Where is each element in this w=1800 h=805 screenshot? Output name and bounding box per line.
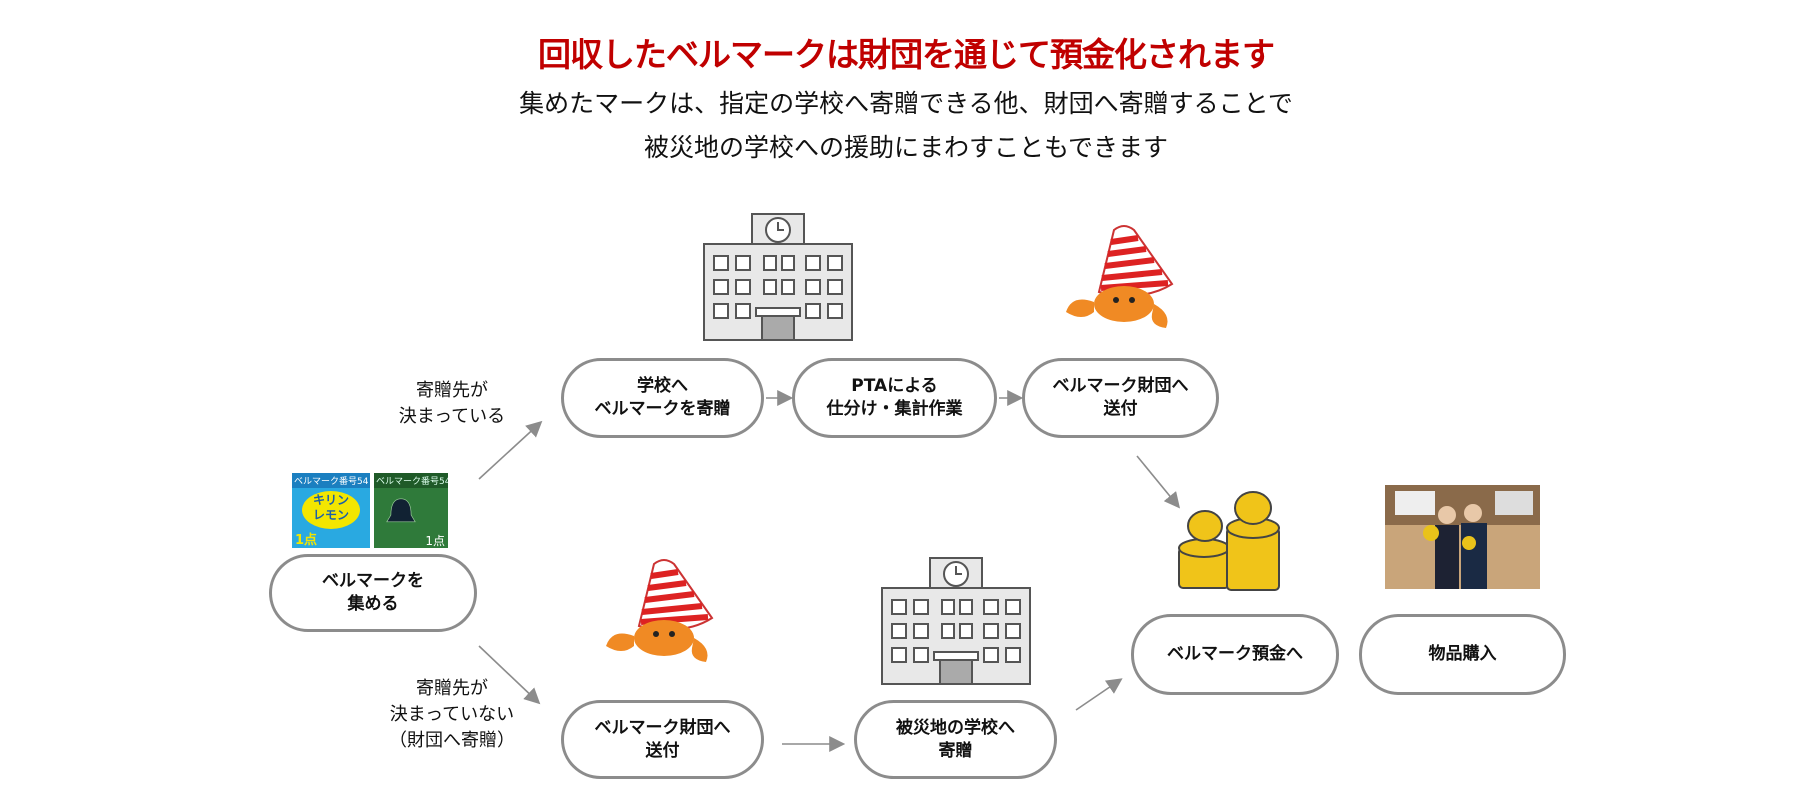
node-send-to-foundation: ベルマーク財団へ送付 (1022, 358, 1219, 438)
bell-mark-header: ベルマーク番号54 (374, 473, 448, 488)
subtitle-line-1: 集めたマークは、指定の学校へ寄贈できる他、財団へ寄贈することで (519, 89, 1293, 118)
node-text: 送付 (645, 740, 680, 761)
branch-bottom-label-line: 決まっていない (389, 704, 515, 726)
students-photo (1385, 485, 1540, 589)
coin-stack-icon (1178, 491, 1280, 591)
node-text: 仕分け・集計作業 (826, 399, 963, 419)
subtitle-line-2: 被災地の学校への援助にまわすこともできます (643, 133, 1168, 162)
bell-mark-kirin-lemon: ベルマーク番号54 キリン レモン 1点 (292, 473, 370, 548)
bell-mark-tea: ベルマーク番号54 1点 (374, 473, 448, 548)
bell-mark-text: キリン (312, 493, 349, 507)
node-text: 物品購入 (1428, 644, 1497, 665)
node-text: ベルマーク財団へ (594, 717, 731, 738)
branch-top-label: 寄贈先が 決まっている (392, 378, 512, 430)
node-text: ベルマーク預金へ (1167, 644, 1303, 665)
hermit-crab-mascot-icon (606, 559, 714, 662)
node-pta-sorting: PTAによる仕分け・集計作業 (792, 358, 997, 438)
school-building-icon (703, 213, 853, 341)
branch-top-label-line: 寄贈先が (416, 380, 488, 401)
node-text: ベルマーク財団へ (1052, 376, 1189, 397)
title: 回収したベルマークは財団を通じて預金化されます (538, 35, 1275, 74)
node-collect-marks: ベルマークを集める (269, 554, 477, 632)
node-text: 学校へ (637, 376, 688, 397)
node-text: ベルマークを寄贈 (594, 399, 731, 419)
node-donate-disaster-school: 被災地の学校へ寄贈 (854, 700, 1057, 779)
node-purchase-goods: 物品購入 (1359, 614, 1566, 695)
arrow-to-deposit-top (1136, 455, 1181, 509)
node-text: 送付 (1103, 399, 1138, 419)
bell-mark-points: 1点 (425, 534, 445, 548)
bell-mark-text: レモン (312, 508, 349, 522)
node-text: ベルマークを (322, 571, 424, 592)
arrow-to-deposit-bottom (1075, 678, 1123, 711)
node-text: PTAによる (851, 376, 938, 397)
branch-bottom-label-line: （財団へ寄贈） (389, 730, 515, 752)
branch-top-label-line: 決まっている (398, 406, 506, 428)
bell-mark-header: ベルマーク番号54 (292, 473, 370, 488)
node-text: 被災地の学校へ (896, 717, 1015, 738)
branch-bottom-label: 寄贈先が 決まっていない （財団へ寄贈） (372, 676, 532, 754)
node-bellmark-deposit: ベルマーク預金へ (1131, 614, 1339, 695)
arrow-to-top-branch (478, 420, 543, 480)
school-building-icon (881, 557, 1031, 685)
hermit-crab-mascot-icon (1066, 225, 1174, 328)
branch-bottom-label-line: 寄贈先が (416, 678, 488, 699)
node-send-to-foundation-2: ベルマーク財団へ送付 (561, 700, 764, 779)
bell-mark-points: 1点 (295, 533, 318, 548)
bell-icon (386, 498, 416, 523)
node-text: 集める (347, 594, 399, 614)
node-text: 寄贈 (938, 740, 973, 761)
node-donate-to-school: 学校へベルマークを寄贈 (561, 358, 764, 438)
